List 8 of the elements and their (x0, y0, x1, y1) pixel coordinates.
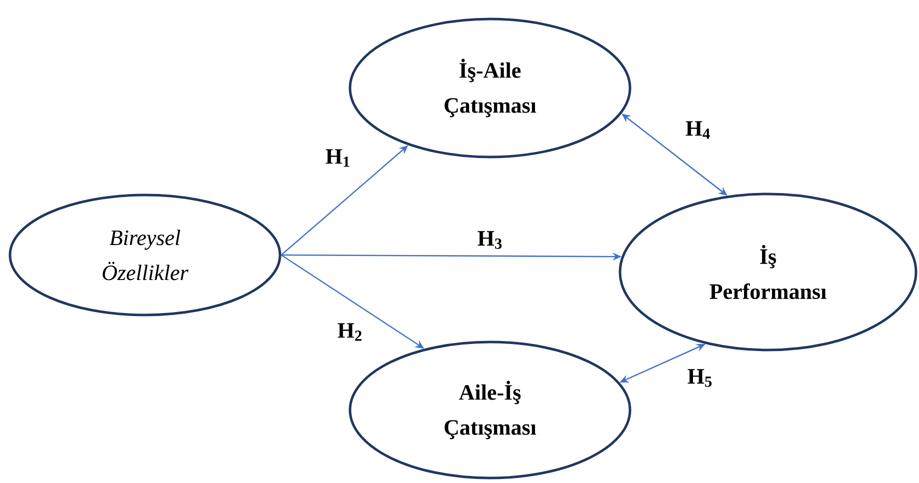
edge-label: H$_{5}$ (686, 368, 714, 388)
ellipse-node: İş-Aile Çatışması (348, 18, 632, 158)
edge-label: H$_{3}$ (476, 230, 504, 250)
ellipse-node: Aile-İş Çatışması (348, 340, 632, 480)
ellipse-node: Bireysel Özellikler (8, 194, 282, 316)
edge-label: H$_{2}$ (336, 322, 364, 342)
edge-label: H$_{4}$ (684, 120, 712, 140)
ellipse-node: İş Performansı (618, 192, 918, 352)
